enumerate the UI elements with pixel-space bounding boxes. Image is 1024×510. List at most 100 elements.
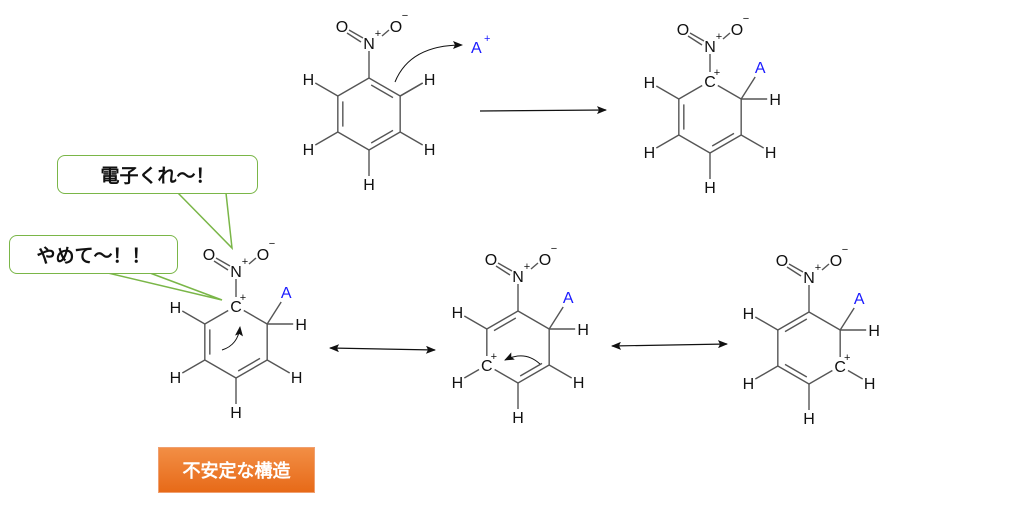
hydrogen-label: H <box>644 75 656 92</box>
ring-bond <box>368 131 401 151</box>
h-bond <box>740 134 765 149</box>
hydrogen-label: H <box>644 145 656 162</box>
bubble-text: 電子くれ～！ <box>100 165 215 187</box>
nitro-oxygen: O <box>203 247 215 264</box>
oxygen-charge: − <box>842 244 848 256</box>
hydrogen-label: H <box>424 72 436 89</box>
substituent-bond <box>548 306 564 330</box>
n-o-double-bond <box>788 263 804 273</box>
carbocation-charge: + <box>491 351 497 363</box>
ring-bond <box>486 310 519 330</box>
hydrogen-label: H <box>864 376 876 393</box>
oxygen-charge: − <box>402 10 408 22</box>
double-bond-inner <box>493 317 517 332</box>
ring-bond <box>494 368 519 384</box>
hydrogen-label: H <box>577 322 589 339</box>
ring-bond <box>204 359 237 379</box>
nitrogen-charge: + <box>524 261 530 273</box>
n-o-double-bond <box>215 257 231 267</box>
h-bond <box>754 365 779 380</box>
ring-bond <box>368 77 401 97</box>
n-o-double-bond <box>687 35 703 46</box>
bubble-tail-give-electrons <box>177 192 233 251</box>
ring-bond <box>235 359 268 379</box>
hydrogen-label: H <box>452 375 464 392</box>
ring-bond <box>204 309 229 325</box>
ring-bond <box>517 310 550 330</box>
hydrogen-label: H <box>803 411 815 428</box>
nitro-nitrogen: N <box>803 270 815 287</box>
h-bond <box>266 359 291 374</box>
nitrogen-charge: + <box>242 256 248 268</box>
double-bond-inner <box>370 129 394 144</box>
badge-label: 不安定な構造 <box>182 461 291 482</box>
double-bond-inner <box>370 84 394 99</box>
hydrogen-label: H <box>303 142 315 159</box>
nitro-nitrogen: N <box>363 36 375 53</box>
h-bond <box>399 131 424 146</box>
h-bond <box>399 82 424 97</box>
ring-bond <box>243 309 268 325</box>
speech-bubble-stop: やめて～！！ <box>9 235 178 274</box>
nitrogen-charge: + <box>815 262 821 274</box>
nitro-nitrogen: N <box>512 269 524 286</box>
ring-bond <box>808 311 841 331</box>
hydrogen-label: H <box>170 300 182 317</box>
nitro-oxygen-anion: O <box>539 252 551 269</box>
hydrogen-label: H <box>303 72 315 89</box>
carbocation-charge: + <box>714 67 720 79</box>
n-o-double-bond <box>689 32 705 42</box>
n-o-single-bond <box>821 263 830 271</box>
ring-bond <box>517 364 550 384</box>
substituent-bond <box>740 76 756 100</box>
carbocation-carbon: C <box>704 74 716 91</box>
h-bond <box>655 85 680 100</box>
electrophile-label: A <box>471 40 482 57</box>
hydrogen-label: H <box>452 305 464 322</box>
nitro-oxygen-anion: O <box>731 22 743 39</box>
oxygen-charge: − <box>743 13 749 25</box>
nitro-nitrogen: N <box>230 264 242 281</box>
electron-arrow-shift-2 <box>504 352 541 365</box>
nitrogen-charge: + <box>375 28 381 40</box>
nitro-oxygen-anion: O <box>257 247 269 264</box>
h-bond <box>548 364 573 379</box>
ring-bond <box>777 311 810 331</box>
ring-bond <box>717 84 742 100</box>
resonance-arrow-1 <box>329 344 436 354</box>
reaction-arrow <box>479 106 607 115</box>
electron-arrow-attack <box>394 41 463 83</box>
h-bond <box>847 369 864 380</box>
nitro-oxygen: O <box>336 19 348 36</box>
electrophile-charge: + <box>484 33 490 45</box>
nitro-oxygen-anion: O <box>830 253 842 270</box>
ring-bond <box>777 365 810 385</box>
nitro-nitrogen: N <box>704 39 716 56</box>
ring-bond <box>709 134 742 154</box>
substituent-label: A <box>281 285 292 302</box>
hydrogen-label: H <box>424 142 436 159</box>
oxygen-charge: − <box>551 243 557 255</box>
double-bond-inner <box>784 318 808 333</box>
hydrogen-label: H <box>363 177 375 194</box>
double-bond-inner <box>711 132 735 147</box>
n-o-single-bond <box>722 32 731 40</box>
n-o-single-bond <box>530 262 539 270</box>
h-bond <box>314 82 339 97</box>
hydrogen-label: H <box>573 375 585 392</box>
nitrogen-charge: + <box>716 31 722 43</box>
oxygen-charge: − <box>269 238 275 250</box>
hydrogen-label: H <box>769 92 781 109</box>
h-bond <box>314 131 339 146</box>
ring-bond <box>678 134 711 154</box>
hydrogen-label: H <box>295 317 307 334</box>
carbocation-carbon: C <box>834 359 846 376</box>
substituent-label: A <box>563 290 574 307</box>
ring-bond <box>337 77 370 97</box>
n-o-double-bond <box>213 260 229 271</box>
h-bond <box>655 134 680 149</box>
ring-bond <box>678 84 703 100</box>
